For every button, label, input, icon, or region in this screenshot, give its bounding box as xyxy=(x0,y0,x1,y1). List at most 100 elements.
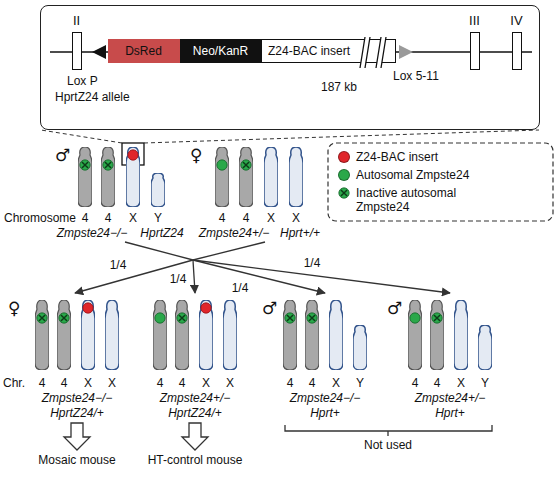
genotype-label: HprtZ24 xyxy=(140,226,183,241)
chromosome-x xyxy=(126,147,140,207)
chromosome-x xyxy=(289,147,303,207)
chromosome-number: X xyxy=(129,211,137,226)
node-text: IV xyxy=(510,14,522,28)
chromosome-number: X xyxy=(202,376,210,391)
legend-text: Inactive autosomal Zmpste24 xyxy=(356,186,481,214)
chromosome-4 xyxy=(239,147,253,207)
zoom-line xyxy=(144,130,539,143)
node-text: HprtZ24 allele xyxy=(55,90,130,104)
neo-box: Neo/KanR xyxy=(180,39,262,63)
row-heading: Chr. xyxy=(3,376,25,391)
node-text: III xyxy=(469,14,480,28)
chromosome-number: 4 xyxy=(287,376,294,391)
exon-box: II xyxy=(72,32,82,70)
bac-insert-mark xyxy=(201,303,211,313)
node-text: Lox P xyxy=(67,74,98,88)
chromosome-number: X xyxy=(267,211,275,226)
outcome-label: Not used xyxy=(364,438,412,453)
exon-box: III xyxy=(470,32,480,70)
chromosome-4 xyxy=(408,300,422,370)
chromosome-x xyxy=(105,300,119,370)
node-text: DsRed xyxy=(125,44,162,58)
chromosome-number: 4 xyxy=(412,376,419,391)
chromosome-number: 4 xyxy=(39,376,46,391)
chromosome-y xyxy=(478,325,492,370)
genotype-label: Zmpste24−/− xyxy=(57,226,128,241)
dsred-box: DsRed xyxy=(108,39,180,63)
chromosome-4 xyxy=(153,300,167,370)
sex-symbol: ♀ xyxy=(190,145,202,165)
offspring-arrow xyxy=(75,260,193,293)
legend-swatch xyxy=(338,151,350,163)
outcome-label: Mosaic mouse xyxy=(38,453,115,468)
cross-line xyxy=(125,242,265,260)
chromosome-number: 4 xyxy=(157,376,164,391)
chromosome-4 xyxy=(57,300,71,370)
genotype-label: Zmpste24−/− xyxy=(42,391,113,406)
chromosome-number: 4 xyxy=(243,211,250,226)
row-heading: Chromosome xyxy=(4,211,76,226)
active-allele-mark xyxy=(410,313,420,323)
chromosome-x xyxy=(199,300,213,370)
legend-text: Autosomal Zmpste24 xyxy=(356,168,536,182)
chromosome-4 xyxy=(430,300,444,370)
chromosome-4 xyxy=(305,300,319,370)
chromosome-number: Y xyxy=(154,211,162,226)
chromosome-x xyxy=(264,147,278,207)
chromosome-number: X xyxy=(84,376,92,391)
bac-insert-mark xyxy=(83,303,93,313)
active-allele-mark xyxy=(155,313,165,323)
chromosome-x xyxy=(81,300,95,370)
block-arrow xyxy=(182,423,208,450)
chromosome-number: 4 xyxy=(61,376,68,391)
chromosome-y xyxy=(151,173,165,207)
inactive-allele-mark xyxy=(103,160,113,170)
chromosome-number: 4 xyxy=(309,376,316,391)
inactive-allele-mark xyxy=(37,313,47,323)
chromosome-number: 4 xyxy=(434,376,441,391)
chromosome-number: X xyxy=(457,376,465,391)
genotype-label: Zmpste24+/− xyxy=(415,391,486,406)
chromosome-4 xyxy=(215,147,229,207)
genotype-label: Zmpste24+/− xyxy=(160,391,231,406)
sex-symbol: ♂ xyxy=(55,145,70,165)
genotype-label: HprtZ24/+ xyxy=(50,406,104,421)
chromosome-number: Y xyxy=(481,376,489,391)
legend-swatch xyxy=(338,169,350,181)
chromosome-4 xyxy=(35,300,49,370)
probability-label: 1/4 xyxy=(110,258,127,273)
legend-text: Z24-BAC insert xyxy=(356,150,536,164)
chromosome-4 xyxy=(101,147,115,207)
node-text: Lox 5-11 xyxy=(393,69,439,83)
lox511-triangle xyxy=(399,45,413,59)
outcome-label: HT-control mouse xyxy=(148,453,243,468)
probability-label: 1/4 xyxy=(170,272,187,287)
node-text: II xyxy=(73,14,80,28)
bac-insert-box: Z24-BAC insert xyxy=(261,39,396,63)
chromosome-x xyxy=(329,300,343,370)
chromosome-number: Y xyxy=(356,376,364,391)
sex-symbol: ♂ xyxy=(262,298,277,318)
construct-panel: Lox PHprtZ24 allele187 kbLox 5-11IIDsRed… xyxy=(40,5,540,130)
chromosome-4 xyxy=(175,300,189,370)
chromosome-4 xyxy=(283,300,297,370)
offspring-arrow xyxy=(193,260,450,293)
chromosome-number: X xyxy=(332,376,340,391)
inactive-allele-mark xyxy=(177,313,187,323)
zoom-line xyxy=(41,130,122,143)
inactive-allele-mark xyxy=(285,313,295,323)
genotype-label: Zmpste24+/− xyxy=(199,226,270,241)
bac-insert-mark xyxy=(128,150,138,160)
legend-shape-sample xyxy=(339,188,349,198)
active-allele-mark xyxy=(217,160,227,170)
genotype-label: HprtZ24/+ xyxy=(168,406,222,421)
chromosome-x xyxy=(454,300,468,370)
chromosome-y xyxy=(353,325,367,370)
legend-frame xyxy=(328,143,553,221)
node-text: Neo/KanR xyxy=(193,44,248,58)
chromosome-4 xyxy=(78,147,92,207)
inactive-allele-mark xyxy=(59,313,69,323)
probability-label: 1/4 xyxy=(232,281,249,296)
inactive-allele-mark xyxy=(307,313,317,323)
